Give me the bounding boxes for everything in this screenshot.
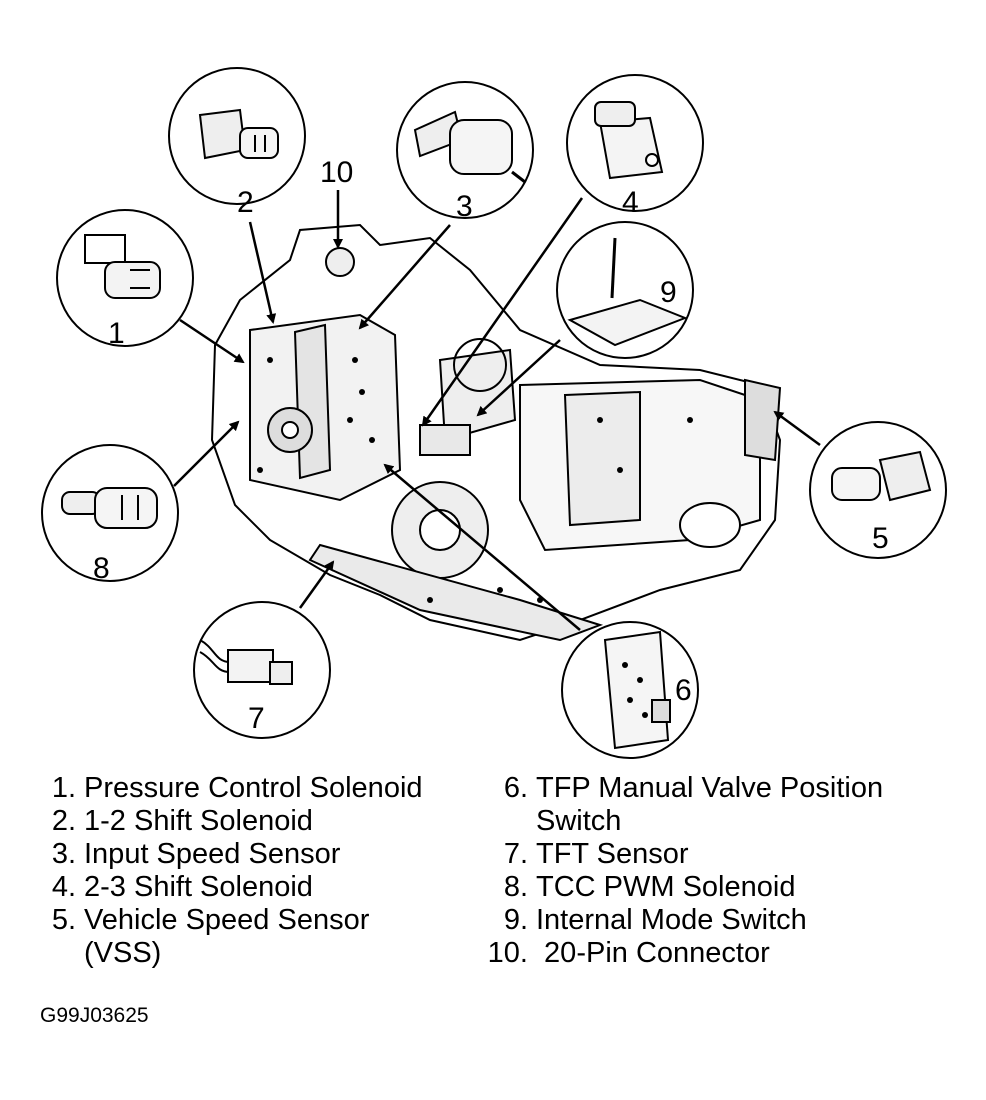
legend-item-8: 8.TCC PWM Solenoid [503, 871, 796, 903]
callout-label-3: 3 [456, 190, 473, 223]
callout-circle-1 [56, 209, 194, 347]
legend-item-6-continuation: Switch [536, 805, 622, 837]
callout-label-7: 7 [248, 702, 265, 735]
arrow-9 [476, 339, 561, 417]
callout-circle-2 [168, 67, 306, 205]
legend-item-3: 3.Input Speed Sensor [51, 838, 341, 870]
legend-item-9: 9.Internal Mode Switch [503, 904, 807, 936]
callout-label-1: 1 [108, 317, 125, 350]
callout-circle-3 [396, 81, 534, 219]
callout-label-4: 4 [622, 186, 639, 219]
leader-arrows [173, 190, 821, 631]
arrow-7 [298, 560, 335, 609]
legend-item-4: 4.2-3 Shift Solenoid [51, 871, 313, 903]
arrow-6 [383, 463, 581, 631]
transmission-bolt-details [257, 357, 693, 603]
legend-item-7: 7.TFT Sensor [503, 838, 689, 870]
callout-label-5: 5 [872, 522, 889, 555]
callout-circle-8 [41, 444, 179, 582]
callout-circle-7 [193, 601, 331, 739]
transmission-assembly [210, 223, 782, 642]
arrow-4 [421, 197, 584, 427]
arrow-5 [773, 410, 821, 447]
legend-item-6: 6.TFP Manual Valve Position [503, 772, 884, 804]
callout-circle-5 [809, 421, 947, 559]
legend-right-column: 6.TFP Manual Valve Position Switch 7.TFT… [480, 772, 883, 970]
arrow-1 [179, 318, 245, 364]
callout-labels: 1 2 3 4 5 6 7 8 9 10 [93, 156, 889, 735]
callout-circle-9 [556, 221, 694, 359]
callout-circle-6 [561, 621, 699, 759]
legend-item-1: 1.Pressure Control Solenoid [51, 772, 423, 804]
legend-item-5-continuation: (VSS) [84, 937, 162, 969]
transmission-diagram: 1 2 3 4 5 6 7 8 9 10 [41, 67, 947, 759]
figure-id: G99J03625 [40, 1004, 149, 1027]
callout-label-8: 8 [93, 552, 110, 585]
callout-label-9: 9 [660, 276, 677, 309]
legend-item-10: 10. 20-Pin Connector [487, 937, 770, 969]
arrow-2 [248, 221, 277, 324]
legend-item-5: 5.Vehicle Speed Sensor [51, 904, 370, 936]
legend-left-column: 1.Pressure Control Solenoid 2.1-2 Shift … [40, 772, 423, 970]
legend-item-2: 2.1-2 Shift Solenoid [51, 805, 313, 837]
arrow-3 [358, 224, 451, 330]
callout-label-2: 2 [237, 186, 254, 219]
callout-circle-4 [566, 74, 704, 212]
callout-label-10: 10 [320, 156, 353, 189]
arrow-8 [173, 420, 240, 487]
callout-label-6: 6 [675, 674, 692, 707]
